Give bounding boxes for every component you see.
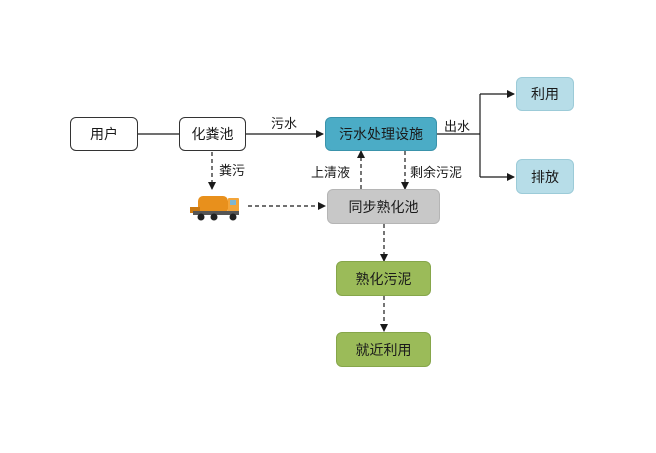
node-sewage-facility: 污水处理设施 — [325, 117, 437, 151]
node-nearby-use: 就近利用 — [336, 332, 431, 367]
label-excess-sludge: 剩余污泥 — [410, 166, 463, 181]
septic-truck-icon — [190, 196, 239, 221]
label-effluent: 出水 — [444, 120, 471, 135]
node-user: 用户 — [70, 117, 138, 151]
label-supernatant: 上清液 — [311, 166, 351, 181]
label-sewage: 污水 — [271, 117, 298, 132]
node-matured-sludge: 熟化污泥 — [336, 261, 431, 296]
node-reuse: 利用 — [516, 77, 574, 111]
node-discharge: 排放 — [516, 159, 574, 194]
node-septic-tank: 化粪池 — [179, 117, 246, 151]
node-sync-pool: 同步熟化池 — [327, 189, 440, 224]
label-feces: 粪污 — [219, 164, 246, 179]
